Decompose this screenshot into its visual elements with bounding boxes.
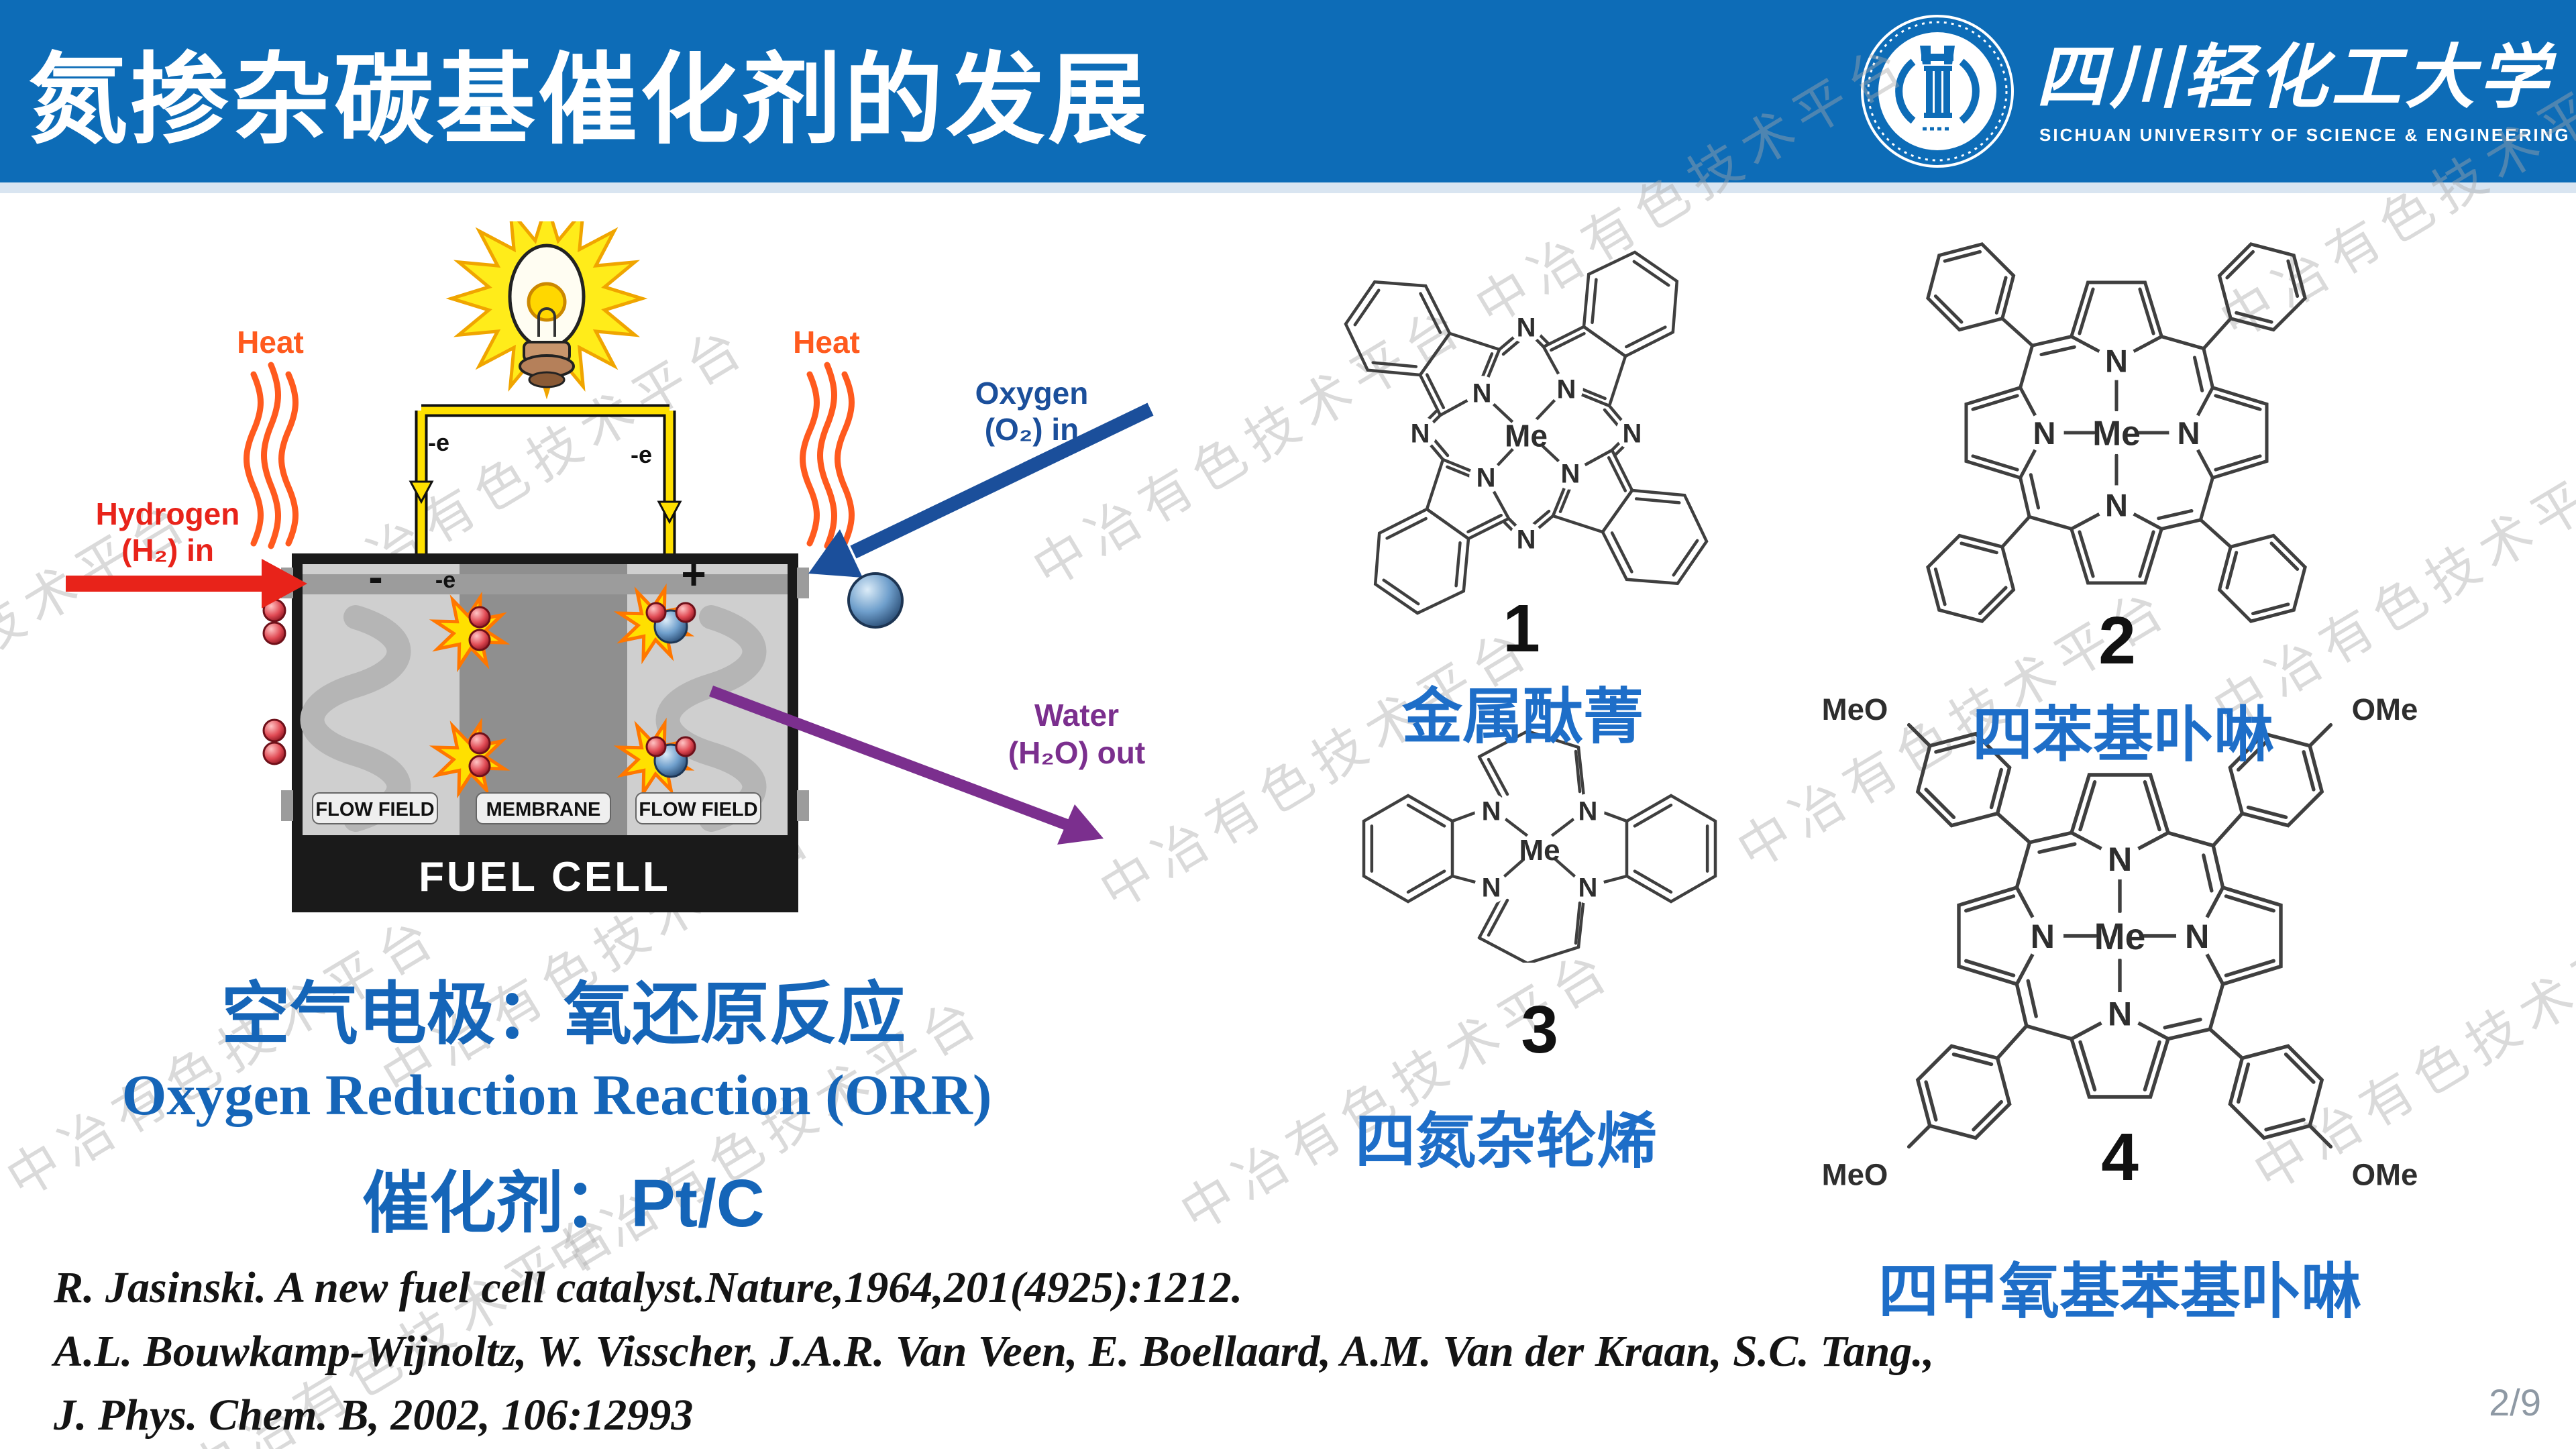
methoxy-label: OMe [2352,1158,2418,1192]
nitrogen-label: N [1517,525,1536,554]
university-logo-icon [1861,15,2014,168]
molecule-name-2: 四苯基卟啉 [1972,702,2274,769]
nitrogen-label: N [2108,840,2132,878]
anode-sign: - [368,553,382,601]
watermark: 中冶有色技术平台 [1170,937,1625,1243]
hydrogen-label-line1: Hydrogen [96,496,240,531]
page-indicator: 2/9 [2489,1381,2541,1424]
serpentine-right [655,605,767,832]
heat-flames-right [800,362,855,549]
light-bulb-icon [445,221,648,400]
water-label-line2: (H₂O) out [1008,735,1145,770]
water-label-line1: Water [1034,698,1119,733]
nitrogen-label: N [1411,419,1430,448]
hydrogen-molecules [262,598,286,765]
nitrogen-label: N [2031,917,2055,955]
university-name-en: SICHUAN UNIVERSITY OF SCIENCE & ENGINEER… [2039,125,2571,145]
molecule-name-3: 四氮杂轮烯 [1355,1108,1657,1175]
molecule-number-2: 2 [2098,603,2136,678]
page-title: 氮掺杂碳基催化剂的发展 [28,45,1150,156]
flow-field-left-label: FLOW FIELD [315,799,434,820]
oxygen-molecule [847,572,904,629]
header-accent-strip [0,182,2576,193]
methoxy-label: MeO [1822,692,1888,727]
water-out-arrow [709,686,1104,845]
reference-line: R. Jasinski. A new fuel cell catalyst.Na… [54,1263,1243,1312]
molecule-name-4: 四甲氧基苯基卟啉 [1878,1258,2361,1326]
nitrogen-label: N [2185,917,2209,955]
nitrogen-label: N [1482,796,1501,826]
fuel-cell-body: FLOW FIELD MEMBRANE FLOW FIELD FUEL CELL… [262,550,809,912]
nitrogen-label: N [2105,487,2128,523]
molecule-number-4: 4 [2101,1120,2139,1195]
molecule-number-1: 1 [1503,591,1540,666]
fuel-cell-diagram: Heat Heat -e -e [66,221,1154,912]
heat-label-right: Heat [793,325,860,360]
methoxy-label: MeO [1822,1158,1888,1192]
nitrogen-label: N [1623,419,1642,448]
cathode-sign: + [681,550,706,598]
electron-label-right: -e [631,441,652,468]
nitrogen-label: N [2033,415,2055,451]
nitrogen-label: N [2108,994,2132,1032]
nitrogen-label: N [1477,463,1496,492]
hydrogen-in-arrow [66,559,307,608]
oxygen-in-arrow [808,402,1154,578]
nitrogen-label: N [2178,415,2200,451]
nitrogen-label: N [1561,459,1580,488]
orr-heading: Oxygen Reduction Reaction (ORR) [121,1063,992,1127]
hydrogen-label-line2: (H₂) in [121,533,214,568]
nitrogen-label: N [1517,313,1536,342]
electron-label-inner: -e [435,568,455,593]
header-bar: 氮掺杂碳基催化剂的发展 四川轻化工大学 SICHUAN UNIVERSITY O… [0,0,2576,182]
circuit-wires [409,404,682,560]
cell-section-labels: FLOW FIELD MEMBRANE FLOW FIELD [312,792,761,824]
membrane-label: MEMBRANE [486,799,601,820]
nitrogen-label: N [1472,378,1492,408]
flow-field-right-label: FLOW FIELD [639,799,757,820]
electron-label-left: -e [428,429,449,456]
oxygen-label-line2: (O₂) in [985,412,1079,447]
nitrogen-label: N [1578,873,1598,902]
metal-center-label: Me [1519,834,1560,867]
molecule-name-1: 金属酞菁 [1402,684,1644,751]
nitrogen-label: N [1557,374,1576,404]
metal-center-label: Me [2092,414,2141,453]
oxygen-label-line1: Oxygen [975,376,1089,411]
references: R. Jasinski. A new fuel cell catalyst.Na… [54,1256,2549,1447]
reference-line: A.L. Bouwkamp-Wijnoltz, W. Visscher, J.A… [54,1327,1935,1376]
air-electrode-heading: 空气电极：氧还原反应 [221,976,906,1053]
nitrogen-label: N [1482,873,1501,902]
university-name-cn: 四川轻化工大学 [2036,40,2553,117]
metal-center-label: Me [2094,916,2146,957]
catalyst-heading: 催化剂：Pt/C [362,1166,765,1241]
serpentine-left [300,605,411,832]
fuel-cell-caption: FUEL CELL [419,854,671,900]
heat-flames-left [244,362,299,549]
nitrogen-label: N [1578,796,1598,826]
methoxy-label: OMe [2352,692,2418,727]
nitrogen-label: N [2105,343,2128,378]
heat-label-left: Heat [237,325,304,360]
molecule-number-3: 3 [1521,992,1558,1067]
reference-line: J. Phys. Chem. B, 2002, 106:12993 [54,1391,694,1440]
metal-center-label: Me [1505,419,1548,453]
